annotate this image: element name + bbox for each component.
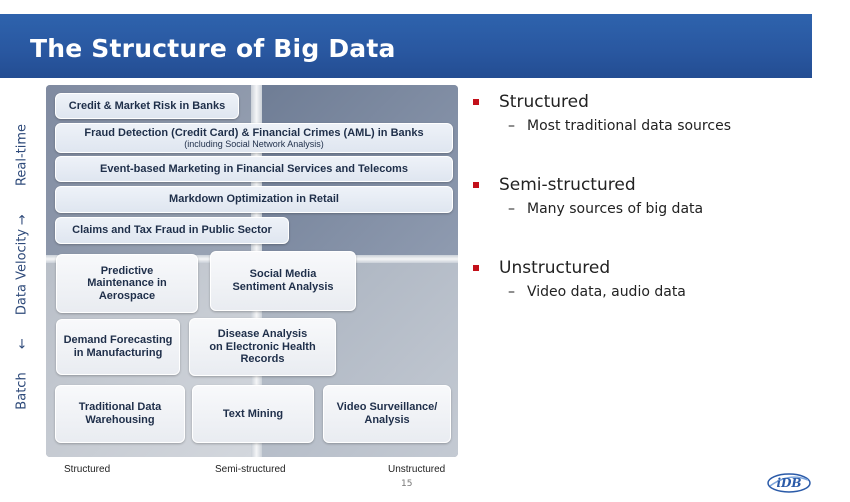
logo-text: iDB xyxy=(776,476,801,490)
dash-marker: – xyxy=(508,201,515,217)
bullet-item-semistructured: Semi-structured –Many sources of big dat… xyxy=(470,175,840,217)
box-label-line: Video Surveillance/ xyxy=(336,401,438,414)
bullet-list: Structured –Most traditional data source… xyxy=(470,92,840,341)
x-axis-unstructured-label: Unstructured xyxy=(388,464,446,475)
y-axis-realtime-label: Real-time xyxy=(14,123,30,187)
bullet-heading: Unstructured xyxy=(499,258,611,278)
box-social-media: Social Media Sentiment Analysis xyxy=(210,251,356,311)
bullet-marker xyxy=(473,265,479,271)
bullet-marker xyxy=(473,182,479,188)
x-axis-semistructured-label: Semi-structured xyxy=(215,464,286,475)
y-axis-velocity-label: Data Velocity xyxy=(14,228,30,316)
arrow-down-icon: ↓ xyxy=(16,337,28,353)
box-label-line: Records xyxy=(240,353,285,366)
box-video-surveillance: Video Surveillance/ Analysis xyxy=(323,385,451,443)
box-disease-analysis: Disease Analysis on Electronic Health Re… xyxy=(189,318,336,376)
page-number: 15 xyxy=(401,479,413,489)
box-label-line: Maintenance in xyxy=(87,277,167,290)
bullet-subtext: Many sources of big data xyxy=(527,201,704,217)
bullet-heading: Semi-structured xyxy=(499,175,636,195)
box-demand-forecasting: Demand Forecasting in Manufacturing xyxy=(56,319,180,375)
arrow-up-icon: ↑ xyxy=(16,213,28,229)
box-label: Event-based Marketing in Financial Servi… xyxy=(100,162,408,175)
box-fraud-detection: Fraud Detection (Credit Card) & Financia… xyxy=(55,123,453,153)
bullet-heading: Structured xyxy=(499,92,589,112)
box-label: Credit & Market Risk in Banks xyxy=(68,99,226,112)
box-credit-risk: Credit & Market Risk in Banks xyxy=(55,93,239,119)
bullet-subtext: Most traditional data sources xyxy=(527,118,731,134)
box-label-line: Disease Analysis xyxy=(217,328,308,341)
bullet-subitem: –Most traditional data sources xyxy=(508,118,840,134)
box-label-line: on Electronic Health xyxy=(209,340,316,353)
bullet-item-unstructured: Unstructured –Video data, audio data xyxy=(470,258,840,300)
box-label-line: Social Media xyxy=(249,268,317,281)
box-label: Markdown Optimization in Retail xyxy=(169,193,339,206)
bullet-subitem: –Many sources of big data xyxy=(508,201,840,217)
box-label-line: Sentiment Analysis xyxy=(232,281,334,293)
box-label-line: Demand Forecasting xyxy=(63,334,173,347)
bullet-marker xyxy=(473,99,479,105)
big-data-diagram: Credit & Market Risk in Banks Fraud Dete… xyxy=(46,85,458,457)
x-axis-structured-label: Structured xyxy=(64,464,111,475)
box-text-mining: Text Mining xyxy=(192,385,314,443)
bullet-subitem: –Video data, audio data xyxy=(508,284,840,300)
bullet-item-structured: Structured –Most traditional data source… xyxy=(470,92,840,134)
box-label: Claims and Tax Fraud in Public Sector xyxy=(72,224,272,237)
box-label-line: Analysis xyxy=(364,414,410,426)
box-predictive-maintenance: Predictive Maintenance in Aerospace xyxy=(56,254,198,313)
box-label-line: Aerospace xyxy=(98,289,156,302)
box-sublabel: (including Social Network Analysis) xyxy=(184,139,324,150)
dash-marker: – xyxy=(508,284,515,300)
box-label-line: Predictive xyxy=(100,264,154,277)
box-traditional-warehousing: Traditional Data Warehousing xyxy=(55,385,185,443)
slide-title: The Structure of Big Data xyxy=(30,34,396,63)
box-label-line: in Manufacturing xyxy=(73,347,163,359)
box-label-line: Warehousing xyxy=(85,414,155,426)
dash-marker: – xyxy=(508,118,515,134)
box-markdown-optimization: Markdown Optimization in Retail xyxy=(55,186,453,213)
bullet-subtext: Video data, audio data xyxy=(527,284,686,300)
box-claims-tax-fraud: Claims and Tax Fraud in Public Sector xyxy=(55,217,289,244)
box-label: Text Mining xyxy=(222,407,284,420)
box-label: Fraud Detection (Credit Card) & Financia… xyxy=(84,126,424,139)
idb-logo-icon: iDB xyxy=(767,473,811,493)
box-event-marketing: Event-based Marketing in Financial Servi… xyxy=(55,156,453,182)
box-label-line: Traditional Data xyxy=(78,401,162,414)
title-bar: The Structure of Big Data xyxy=(0,14,812,78)
y-axis-batch-label: Batch xyxy=(14,372,30,410)
